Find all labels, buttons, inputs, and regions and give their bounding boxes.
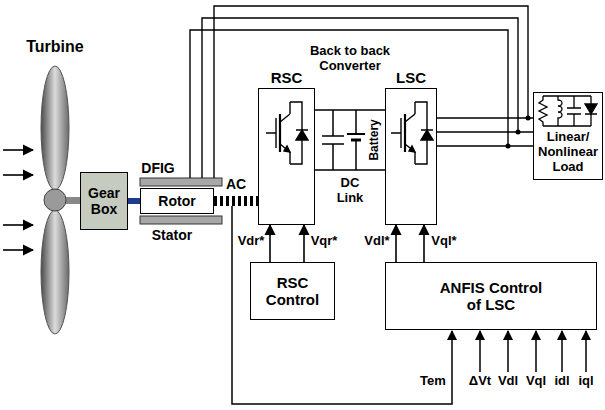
signal-label: Vql — [526, 374, 546, 389]
signal-arrow — [269, 225, 271, 262]
node-text: Rotor — [158, 193, 195, 209]
load-symbols — [539, 96, 597, 126]
signal-label: Vdl — [498, 374, 518, 389]
lsc-converter: LSC — [385, 88, 437, 225]
signal-arrow — [423, 225, 425, 262]
drive-shaft — [128, 198, 140, 204]
wind-arrows — [3, 150, 33, 250]
stator-bars — [140, 178, 222, 224]
component-label: Back to back Converter — [304, 44, 396, 74]
signal-label: Tem — [420, 374, 446, 389]
rsc-converter: RSC — [258, 88, 315, 225]
power-wire — [437, 131, 533, 133]
power-wire — [315, 109, 385, 111]
load-block: Linear/ Nonlinear Load — [533, 92, 603, 180]
dc-link — [315, 110, 385, 170]
component-label: Turbine — [26, 38, 83, 56]
control-box: RSC Control — [250, 262, 335, 320]
signal-label: Vdr* — [238, 234, 265, 249]
node-text: ANFIS Control of LSC — [435, 279, 547, 314]
igbt-symbol — [391, 102, 433, 164]
turbine-rotor — [41, 66, 80, 334]
gearbox-block: Gear Box — [80, 172, 128, 230]
anfis-control-box: ANFIS Control of LSC — [385, 262, 597, 330]
component-label: DC Link — [330, 176, 370, 206]
signal-arrow — [395, 225, 397, 262]
rotor-cable — [214, 196, 258, 206]
signal-arrow — [303, 225, 305, 262]
node-text: Gear Box — [83, 185, 125, 217]
signal-label: idl — [554, 374, 569, 389]
component-label: Stator — [152, 227, 192, 243]
signal-label: iql — [578, 374, 593, 389]
signal-label: Vqr* — [311, 234, 338, 249]
node-text: Linear/ Nonlinear Load — [536, 130, 600, 175]
rotor-block: Rotor — [140, 188, 214, 214]
signal-label: Vql* — [431, 234, 456, 249]
component-label: DFIG — [141, 160, 174, 176]
converter-label: RSC — [271, 69, 303, 86]
node-text: RSC Control — [253, 274, 332, 309]
signal-label: ΔVt — [469, 374, 491, 389]
igbt-symbol — [266, 102, 308, 164]
component-label: Battery — [368, 119, 382, 160]
stator-wires — [190, 6, 533, 178]
signal-label: AC — [226, 176, 246, 192]
converter-label: LSC — [396, 69, 426, 86]
signal-label: Vdl* — [364, 234, 389, 249]
